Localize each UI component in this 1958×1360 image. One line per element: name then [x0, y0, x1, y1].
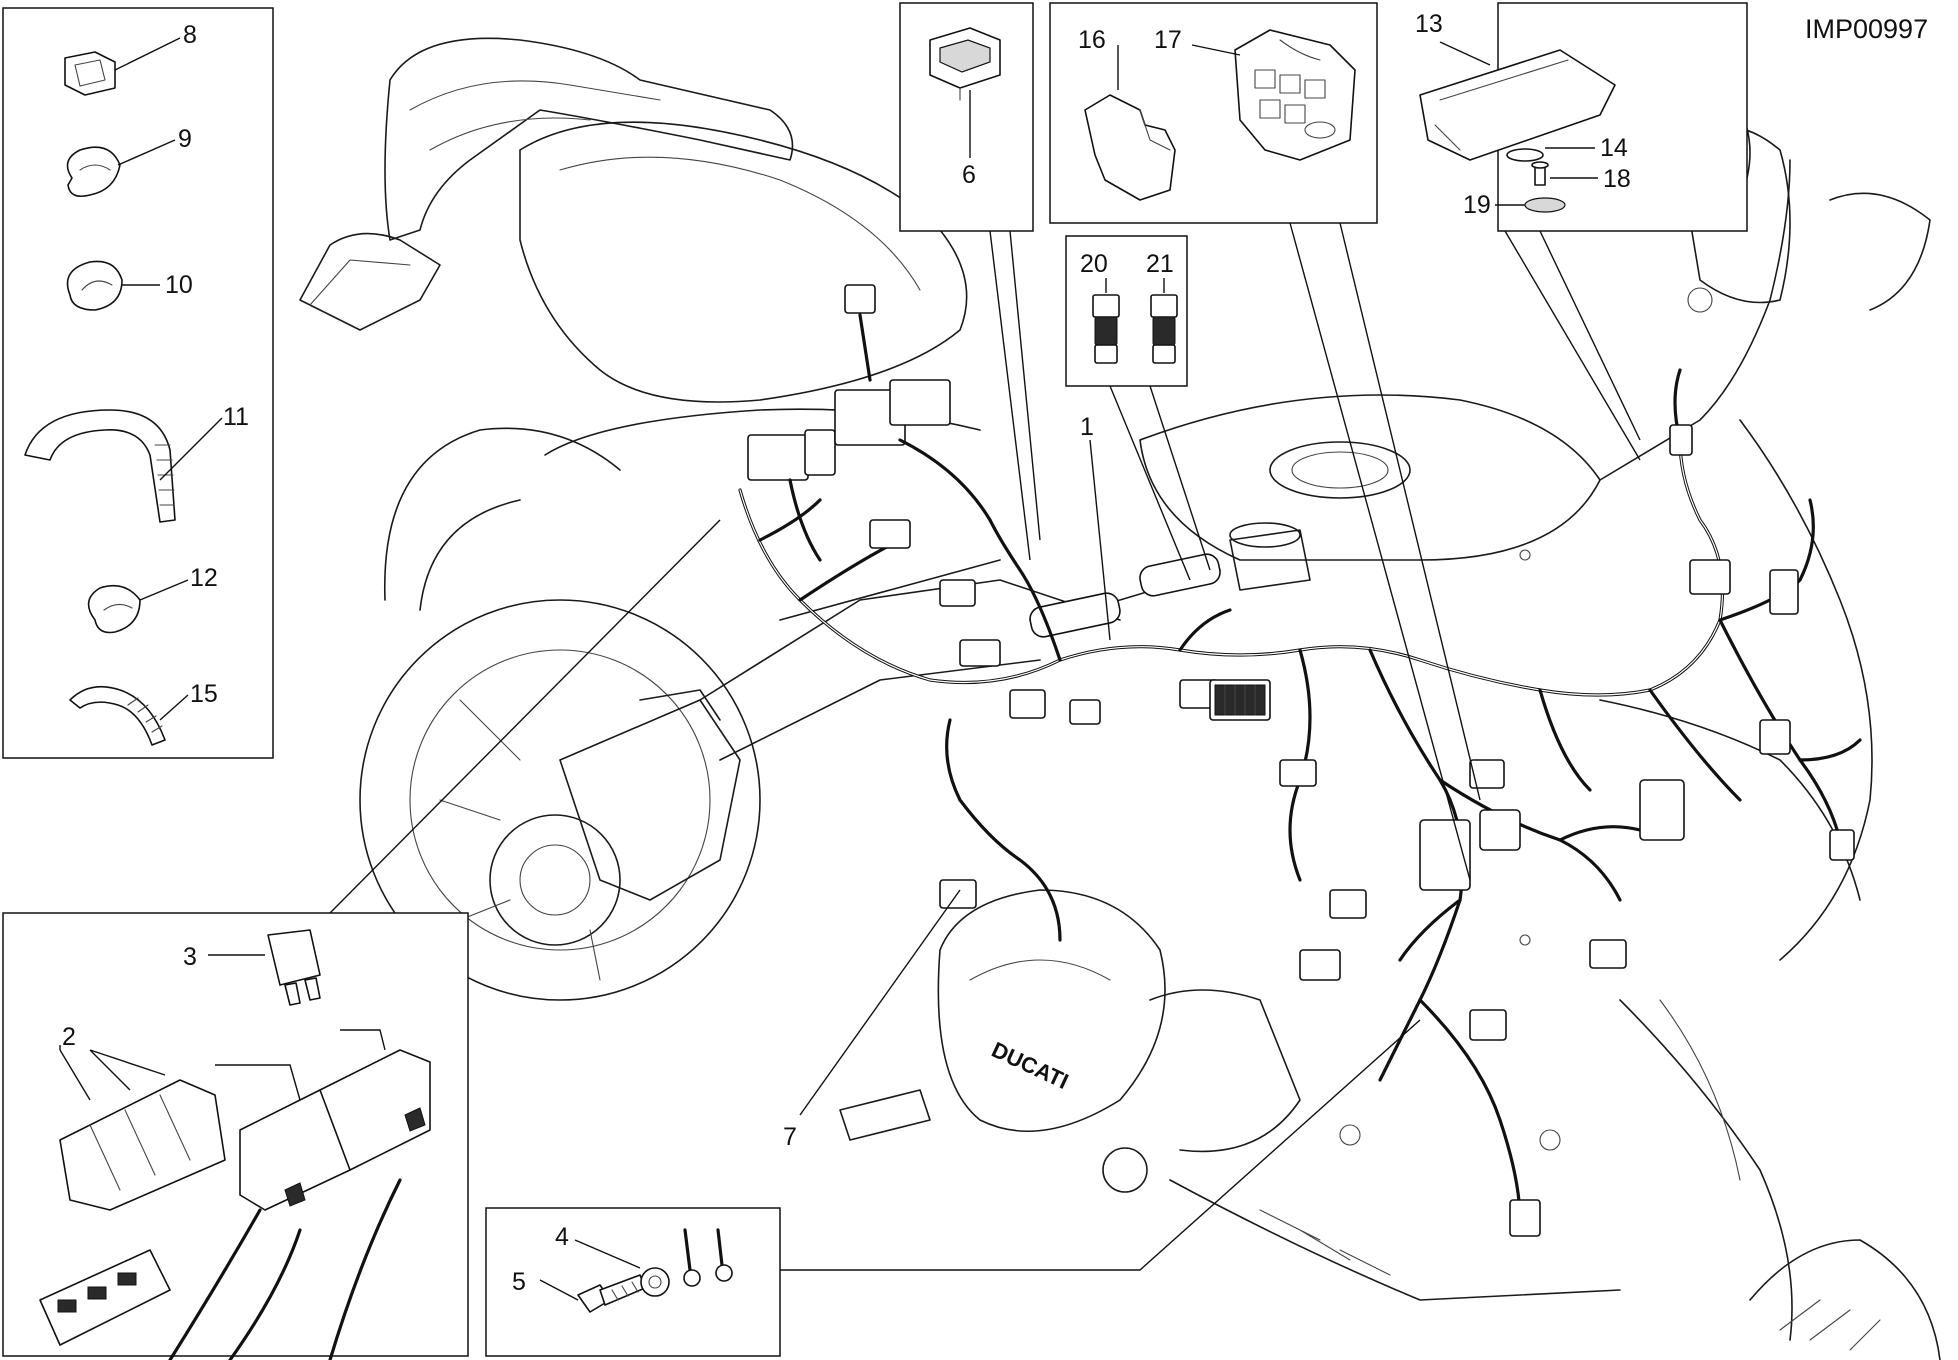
bolt-part	[577, 1274, 646, 1313]
connector-detail-panel: 6	[899, 2, 1041, 561]
relay-fuse-detail-panel: 2 3	[2, 519, 721, 1360]
callout-20: 20	[1080, 250, 1108, 278]
plug-part-left	[1092, 294, 1120, 364]
callout-21: 21	[1146, 250, 1174, 278]
fuse-part	[267, 929, 321, 1006]
callout-13: 13	[1415, 10, 1443, 38]
cable-tie-part	[69, 685, 166, 746]
callout-11: 11	[223, 403, 249, 431]
connector-part	[929, 27, 1001, 101]
callout-7: 7	[783, 1123, 797, 1151]
callout-16: 16	[1078, 26, 1106, 54]
relay-socket-part	[39, 1249, 171, 1346]
ground-bolt-detail-panel: 4 5	[485, 1019, 1421, 1357]
eyelet-terminal-part	[683, 1228, 733, 1287]
control-unit-part	[1419, 49, 1616, 161]
cable-clip-part	[66, 146, 121, 198]
callout-10: 10	[165, 271, 193, 299]
callout-8: 8	[183, 21, 197, 49]
covers-detail-panel: 16 17	[1049, 2, 1481, 881]
cable-grommet-part	[64, 51, 116, 96]
callout-6: 6	[962, 161, 976, 189]
ecu-detail-panel: 13 14 18 19	[1415, 2, 1748, 461]
plug-part-right	[1150, 294, 1178, 364]
relay-block-part	[59, 1079, 226, 1211]
loop-clip-part	[66, 260, 123, 311]
rubber-cover-part	[1084, 94, 1176, 201]
callout-3: 3	[183, 943, 197, 971]
callout-19: 19	[1463, 191, 1491, 219]
plug-detail-panel: 20 21	[1065, 235, 1211, 581]
main-callouts: 1 7	[783, 413, 1111, 1151]
relay-large-right	[319, 1049, 431, 1171]
callout-5: 5	[512, 1268, 526, 1296]
screw-part	[1531, 161, 1549, 186]
callout-2: 2	[62, 1023, 76, 1051]
relay-large-left	[239, 1089, 351, 1211]
fasteners-detail-panel: 8 9 10 11 12 15	[2, 7, 274, 759]
fuse-box-cover-part	[1234, 29, 1356, 161]
callout-1: 1	[1080, 413, 1094, 441]
callout-9: 9	[178, 125, 192, 153]
star-washer-part	[640, 1267, 670, 1297]
main-wiring-harness	[738, 284, 1862, 1237]
callout-17: 17	[1154, 26, 1182, 54]
callout-12: 12	[190, 564, 218, 592]
washer-part	[1506, 148, 1544, 162]
drawing-code: IMP00997	[1805, 14, 1928, 44]
callout-4: 4	[555, 1223, 569, 1251]
grommet-part	[1524, 197, 1566, 213]
callout-14: 14	[1600, 134, 1628, 162]
callout-15: 15	[190, 680, 218, 708]
callout-18: 18	[1603, 165, 1631, 193]
